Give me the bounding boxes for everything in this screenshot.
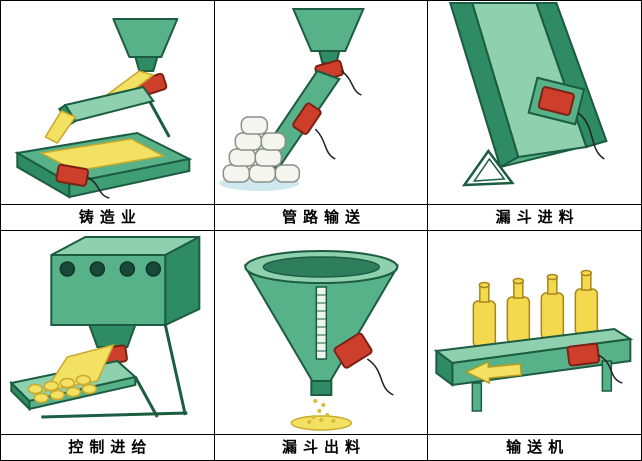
- cell-conveyor: [428, 231, 641, 434]
- cell-controlled-feeding: [1, 231, 214, 434]
- foundry-casting-illustration: [14, 18, 193, 199]
- hopper-discharge-illustration: [243, 250, 399, 431]
- caption-pipeline: 管路输送: [214, 205, 428, 230]
- cell-pipeline: [214, 1, 428, 204]
- caption-hopper-feed-in: 漏斗进料: [428, 205, 641, 230]
- cell-hopper-feed-in: [428, 1, 641, 204]
- controlled-feeding-illustration: [9, 235, 201, 419]
- caption-controlled-feeding: 控制进给: [1, 435, 214, 460]
- pipeline-transport-illustration: [218, 8, 365, 191]
- hopper-feed-in-illustration: [449, 1, 608, 187]
- caption-foundry: 铸造业: [1, 205, 214, 230]
- caption-conveyor: 输送机: [428, 435, 641, 460]
- conveyor-illustration: [434, 269, 634, 412]
- caption-hopper-discharge: 漏斗出料: [214, 435, 428, 460]
- cell-foundry: [1, 1, 214, 204]
- cell-hopper-discharge: [214, 231, 428, 434]
